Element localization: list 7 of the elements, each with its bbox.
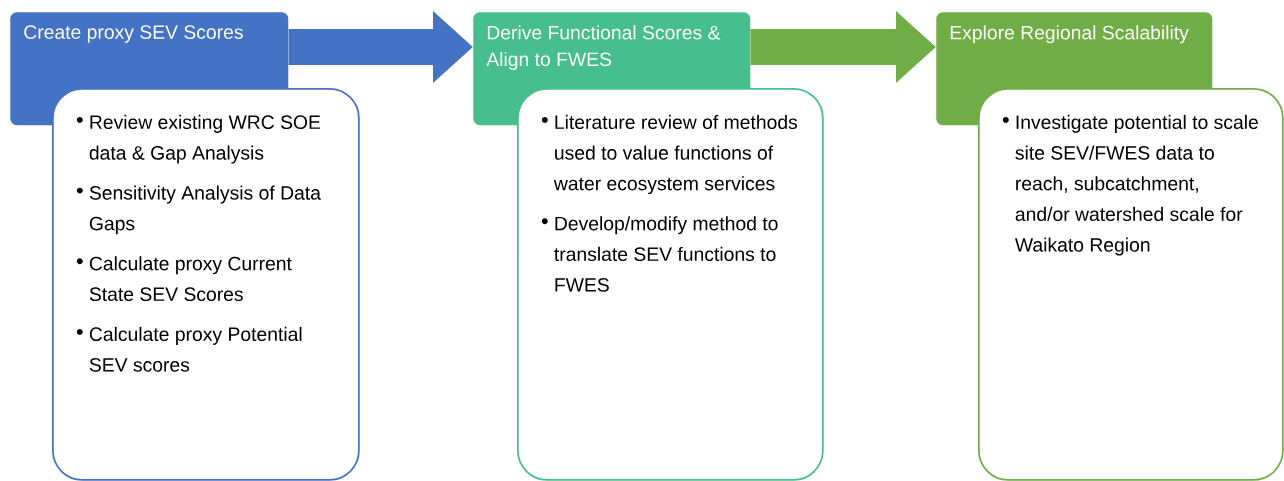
bullet-item: Sensitivity Analysis of Data Gaps [76, 185, 321, 235]
bullet-card [52, 88, 360, 481]
bullet-item: Calculate proxy Potential SEV scores [76, 326, 302, 372]
bullet-item: Calculate proxy Current State SEV Scores [76, 256, 292, 302]
bullet-item: Develop/modify method to translate SEV functions to FWES [541, 216, 778, 292]
bullet-card [517, 88, 824, 481]
bullet-card [978, 88, 1284, 481]
